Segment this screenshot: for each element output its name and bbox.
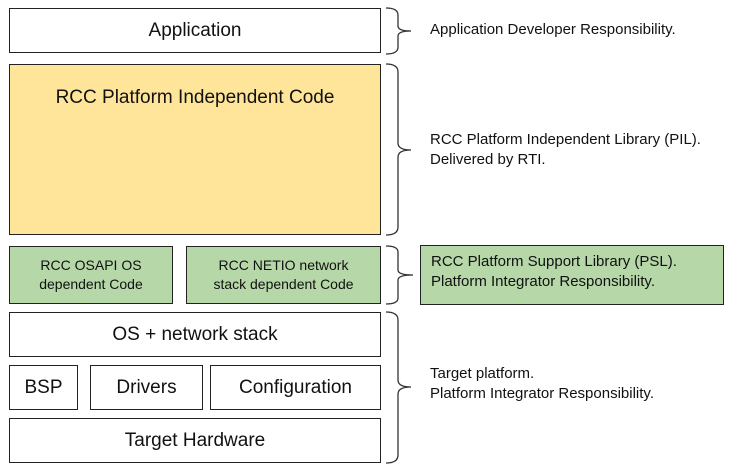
target-note: Target platform. Platform Integrator Res… [430, 364, 654, 404]
bsp-label: BSP [24, 376, 63, 398]
pil-note: RCC Platform Independent Library (PIL). … [430, 130, 701, 170]
configuration-label: Configuration [238, 376, 353, 398]
pil-label: RCC Platform Independent Code [55, 87, 335, 108]
bsp-layer: BSP [9, 365, 78, 410]
application-label: Application [148, 19, 242, 41]
target-note-line1: Target platform. [430, 365, 535, 382]
psl-note-box: RCC Platform Support Library (PSL). Plat… [420, 245, 724, 305]
osapi-layer: RCC OSAPI OS dependent Code [9, 246, 173, 304]
os-network-label: OS + network stack [112, 323, 278, 345]
osapi-label-line1: RCC OSAPI OS [40, 257, 142, 273]
psl-note-line1: RCC Platform Support Library (PSL). [431, 253, 677, 270]
application-layer: Application [9, 8, 381, 53]
drivers-layer: Drivers [90, 365, 203, 410]
application-note-line1: Application Developer Responsibility. [430, 21, 676, 38]
osapi-label-line2: dependent Code [39, 276, 143, 292]
application-brace [385, 7, 412, 55]
target-brace [385, 311, 412, 464]
netio-label-line2: stack dependent Code [213, 276, 354, 292]
application-note: Application Developer Responsibility. [430, 20, 676, 40]
pil-layer: RCC Platform Independent Code [9, 64, 381, 235]
pil-note-line2: Delivered by RTI. [430, 151, 546, 168]
target-note-line2: Platform Integrator Responsibility. [430, 385, 654, 402]
netio-label-line1: RCC NETIO network [218, 257, 349, 273]
psl-note-line2: Platform Integrator Responsibility. [431, 273, 655, 290]
os-network-layer: OS + network stack [9, 312, 381, 357]
psl-brace [385, 245, 414, 305]
hardware-label: Target Hardware [124, 429, 266, 451]
pil-note-line1: RCC Platform Independent Library (PIL). [430, 131, 701, 148]
drivers-label: Drivers [116, 376, 177, 398]
netio-layer: RCC NETIO network stack dependent Code [186, 246, 381, 304]
pil-brace [385, 63, 412, 236]
hardware-layer: Target Hardware [9, 418, 381, 463]
configuration-layer: Configuration [210, 365, 381, 410]
